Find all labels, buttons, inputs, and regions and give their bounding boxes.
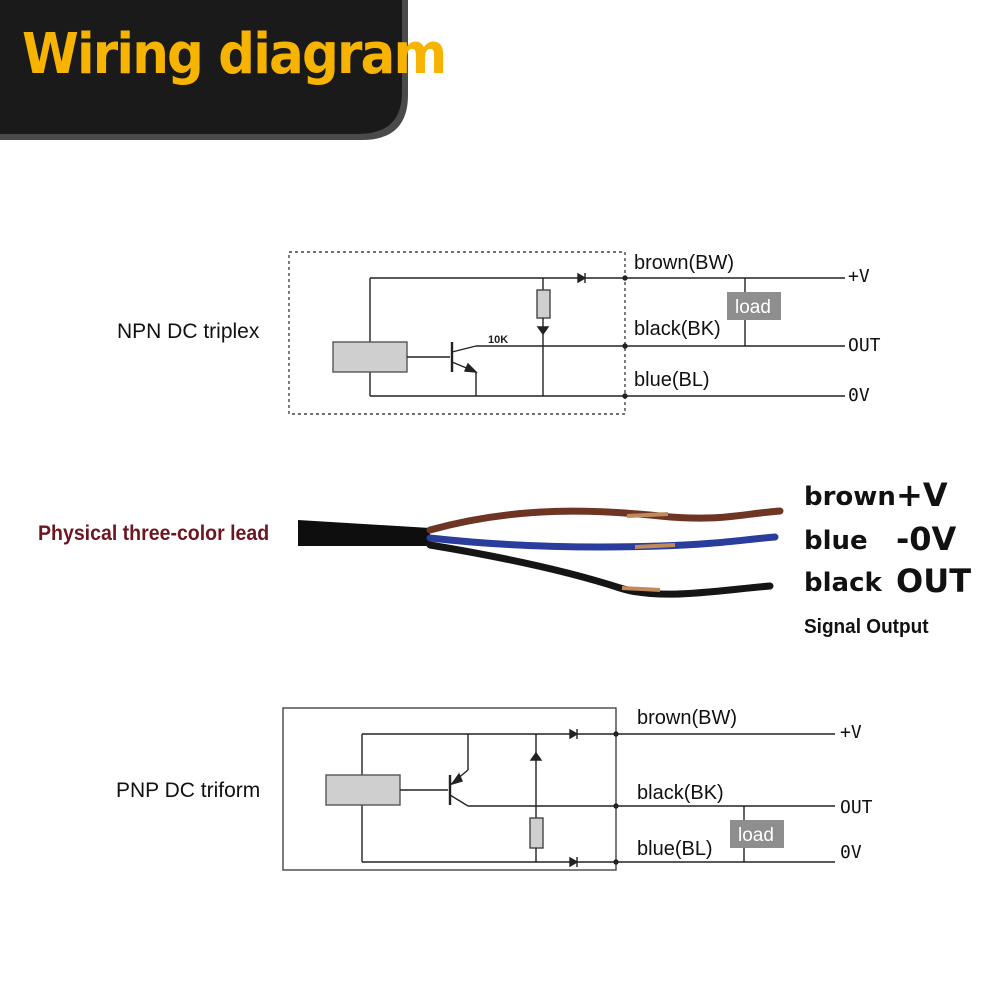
npn-terminal-out: OUT xyxy=(848,335,881,356)
legend-blue-terminal: -0V xyxy=(896,520,957,558)
pnp-terminal-out: OUT xyxy=(840,797,873,818)
blue-wire xyxy=(426,533,779,551)
physical-lead xyxy=(298,507,784,598)
banner-background xyxy=(0,0,408,140)
legend-row-brown: brown +V xyxy=(804,476,948,514)
pnp-load-label: load xyxy=(738,825,774,846)
npn-circuit xyxy=(288,251,845,415)
npn-load-label: load xyxy=(735,297,771,318)
npn-load-box xyxy=(727,292,781,320)
blue-wire-copper xyxy=(634,543,676,549)
legend-black-name: black xyxy=(804,568,882,598)
pnp-transistor-collector xyxy=(449,794,469,807)
npn-resistor-label: 10K xyxy=(488,334,508,346)
black-wire xyxy=(426,541,774,598)
cable-jacket xyxy=(298,520,430,546)
pnp-blue-label: blue(BL) xyxy=(637,838,713,860)
legend-brown-terminal: +V xyxy=(896,476,948,514)
brown-wire xyxy=(426,507,784,534)
pnp-emitter-arrow xyxy=(450,772,463,786)
lead-title: Physical three-color lead xyxy=(38,522,270,545)
npn-transistor-collector xyxy=(451,345,477,353)
legend-row-blue: blue -0V xyxy=(804,520,956,558)
npn-node-out xyxy=(622,343,628,349)
pnp-circuit xyxy=(282,707,835,871)
pnp-node-vplus xyxy=(613,731,619,737)
legend-row-black: black OUT xyxy=(804,562,971,600)
page-title: Wiring diagram xyxy=(22,22,447,87)
npn-terminal-0v: 0V xyxy=(848,385,870,406)
pnp-resistor xyxy=(529,817,544,849)
pnp-terminal-vplus: +V xyxy=(840,722,862,743)
npn-resistor xyxy=(536,289,551,319)
pnp-load-box xyxy=(730,820,784,848)
pnp-black-label: black(BK) xyxy=(637,782,724,804)
pnp-terminal-0v: 0V xyxy=(840,842,862,863)
npn-label: NPN DC triplex xyxy=(117,320,260,343)
npn-sensor-boundary xyxy=(288,251,626,415)
legend-black-terminal: OUT xyxy=(896,562,972,600)
black-wire-copper xyxy=(621,586,661,592)
npn-protection-diode xyxy=(577,272,587,284)
npn-terminal-vplus: +V xyxy=(848,266,870,287)
npn-zener-diode xyxy=(536,326,550,336)
pnp-zener-diode xyxy=(529,751,543,761)
npn-brown-label: brown(BW) xyxy=(634,252,734,274)
header-banner: Wiring diagram xyxy=(0,0,447,145)
npn-detector-block xyxy=(332,341,408,373)
npn-node-vplus xyxy=(622,275,628,281)
legend-brown-name: brown xyxy=(804,482,896,512)
pnp-detector-block xyxy=(325,774,401,806)
pnp-label: PNP DC triform xyxy=(116,779,261,802)
legend-blue-name: blue xyxy=(804,526,868,556)
signal-output-caption: Signal Output xyxy=(804,616,929,638)
pnp-node-out xyxy=(613,803,619,809)
npn-black-label: black(BK) xyxy=(634,318,721,340)
pnp-node-0v xyxy=(613,859,619,865)
brown-wire-copper xyxy=(626,512,669,518)
pnp-protection-diode-bottom xyxy=(569,856,579,868)
pnp-sensor-boundary xyxy=(282,707,617,871)
pnp-protection-diode-top xyxy=(569,728,579,740)
npn-blue-label: blue(BL) xyxy=(634,369,710,391)
npn-node-0v xyxy=(622,393,628,399)
npn-emitter-arrow xyxy=(463,362,478,373)
pnp-brown-label: brown(BW) xyxy=(637,707,737,729)
